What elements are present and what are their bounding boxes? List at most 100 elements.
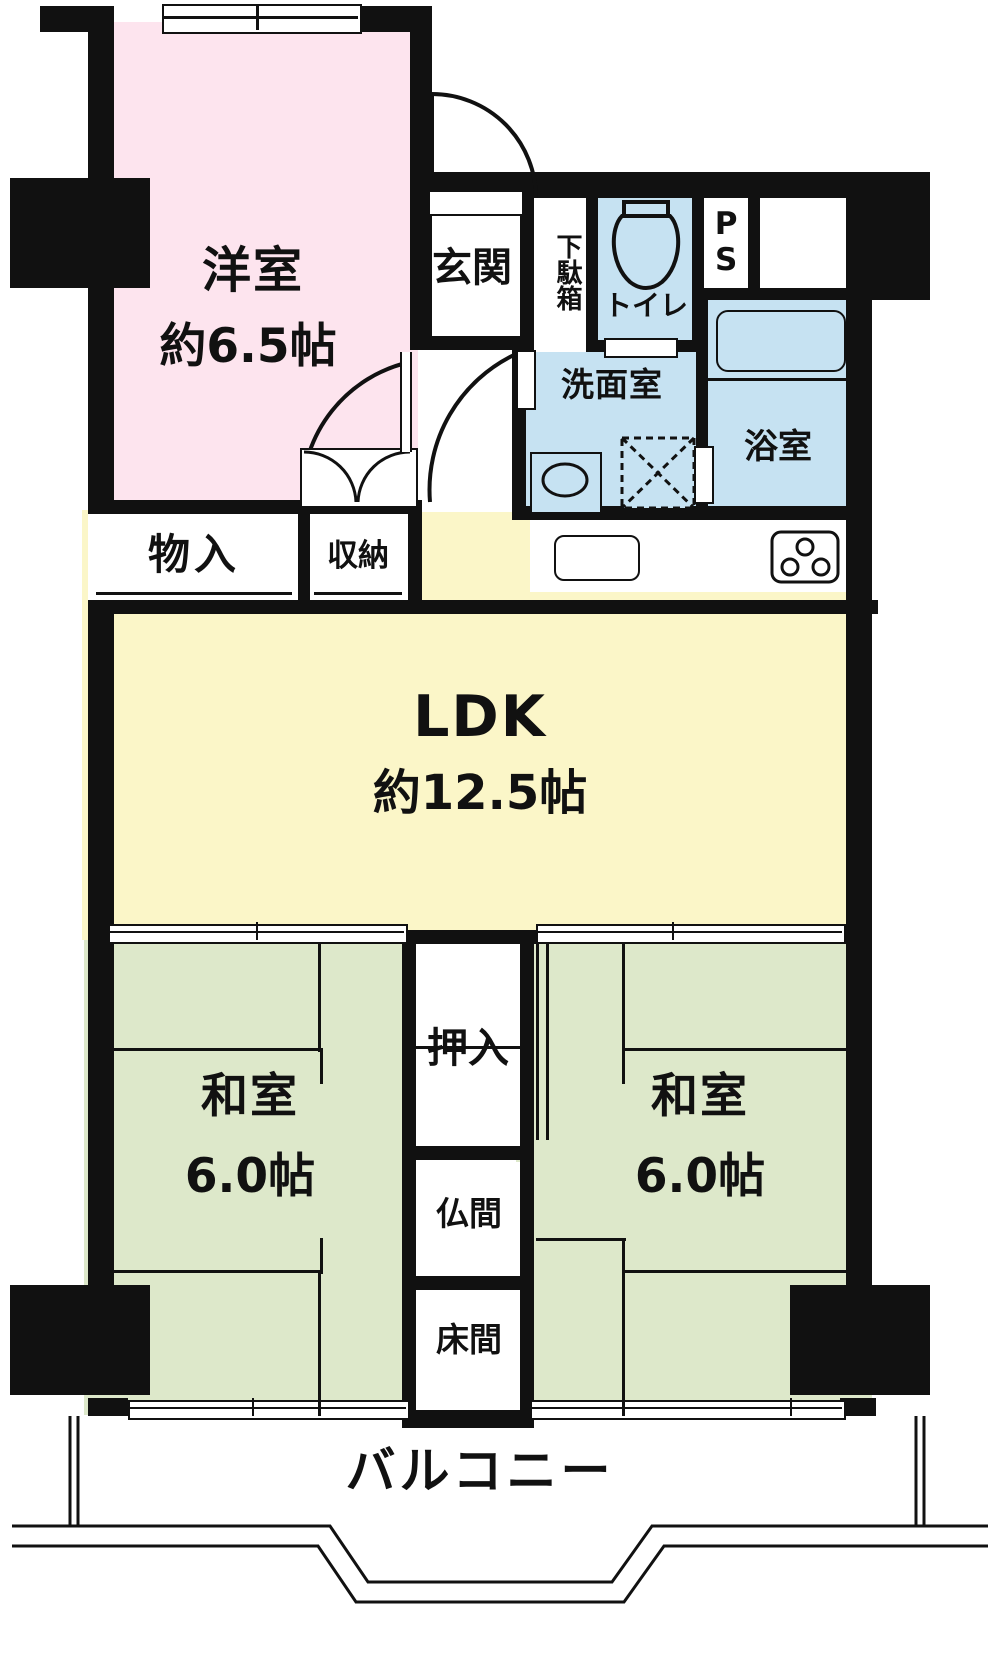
- window-mullion: [162, 16, 358, 19]
- entrance-door-panel[interactable]: [428, 190, 524, 216]
- room-area-yoshitsu: 約6.5帖: [159, 318, 337, 374]
- label-balcony: バルコニー: [345, 1442, 615, 1500]
- sliding-door-mark-2: [672, 922, 674, 940]
- balcony-window-mark-left: [252, 1398, 254, 1416]
- interior-wall-center-right: [520, 936, 534, 1414]
- label-genkan: 玄関: [432, 245, 512, 291]
- kitchen-sink-fixture: [554, 535, 640, 581]
- interior-wall-butsuma-bottom: [410, 1276, 528, 1290]
- room-area-washitsu-right: 6.0帖: [634, 1148, 766, 1204]
- fusuma-line-a: [536, 944, 539, 1140]
- toilet-door[interactable]: [604, 338, 678, 358]
- sliding-door-ldk-washitsu-right[interactable]: [536, 924, 846, 944]
- tatami-line-l6: [318, 1270, 321, 1416]
- balcony-window-line-right: [530, 1407, 842, 1409]
- label-shuunou: 収納: [327, 537, 389, 574]
- interior-wall-closet-divider: [298, 500, 310, 614]
- interior-wall-toilet-left: [586, 186, 598, 346]
- tatami-line-l3: [318, 944, 321, 1052]
- exterior-wall-bottom-left-stub: [88, 1398, 128, 1416]
- balcony-window-left[interactable]: [128, 1400, 410, 1420]
- interior-wall-genkan-right: [520, 186, 534, 350]
- balcony-window-right[interactable]: [530, 1400, 846, 1420]
- structural-pillar-bottom-left: [10, 1285, 150, 1395]
- label-yokushitsu: 浴室: [744, 427, 812, 467]
- label-monoire: 物入: [147, 530, 240, 580]
- butsuma-fill: [414, 1162, 524, 1276]
- exterior-wall-right-3: [846, 940, 872, 1285]
- room-label-ldk: LDK: [413, 684, 547, 751]
- exterior-wall-left-mid: [88, 288, 114, 510]
- exterior-wall-left-lower: [88, 604, 114, 1286]
- sliding-door-mark-1: [256, 922, 258, 940]
- exterior-wall-right-upper: [846, 172, 930, 300]
- sliding-door-line-2: [536, 931, 842, 933]
- yoshitsu-door-jamb: [400, 352, 412, 452]
- tatami-line-r3: [622, 1048, 625, 1084]
- interior-wall-ps-bottom: [692, 288, 872, 300]
- tatami-line-l1: [88, 1048, 322, 1051]
- balcony-outline: [12, 1416, 988, 1604]
- tatami-line-r1: [624, 1048, 872, 1051]
- interior-wall-center-left: [402, 936, 416, 1414]
- room-area-washitsu-left: 6.0帖: [184, 1148, 316, 1204]
- exterior-wall-left-upper: [88, 6, 114, 178]
- interior-wall-tokonoma-bottom: [402, 1410, 534, 1428]
- room-label-washitsu-left: 和室: [201, 1068, 299, 1124]
- label-senmenshitsu: 洗面室: [561, 364, 663, 404]
- tatami-line-l5: [320, 1238, 323, 1274]
- hall-door-arc: [427, 352, 517, 503]
- bathroom-door[interactable]: [694, 446, 714, 504]
- three-burner-stove: [770, 530, 840, 584]
- washing-machine-space: [620, 436, 696, 510]
- shuunou-door-line: [314, 592, 402, 595]
- structural-pillar-top-left: [10, 178, 150, 288]
- senmen-door[interactable]: [516, 350, 536, 410]
- label-oshiire: 押入: [427, 1023, 509, 1072]
- balcony-window-line-left: [128, 1407, 406, 1409]
- room-area-ldk: 約12.5帖: [372, 765, 588, 822]
- interior-wall-closet-bottom: [88, 600, 878, 614]
- bath-divider-line: [706, 378, 852, 381]
- structural-pillar-bottom-right: [790, 1285, 930, 1395]
- hall-fill: [420, 346, 524, 512]
- balcony-window-mark-right: [790, 1398, 792, 1416]
- tatami-line-r7: [536, 1238, 626, 1241]
- tatami-line-r6: [622, 1270, 625, 1416]
- sliding-door-ldk-washitsu-left[interactable]: [108, 924, 408, 944]
- label-tokonoma: 床間: [436, 1319, 502, 1359]
- interior-wall-ps-left: [692, 186, 702, 298]
- bathtub-fixture: [716, 310, 846, 372]
- monoire-door-line: [96, 592, 292, 595]
- entrance-door-arc: [430, 92, 538, 199]
- label-ps: PS: [708, 206, 745, 278]
- toilet-fixture: [611, 200, 681, 290]
- fusuma-line-b: [546, 944, 549, 1140]
- exterior-wall-bottom-right-stub: [840, 1398, 876, 1416]
- label-toilet: トイレ: [603, 289, 688, 323]
- interior-wall-closet-right: [408, 500, 422, 614]
- washbasin-fixture: [541, 462, 589, 498]
- monoire-fill: [88, 512, 300, 604]
- ps-fill: [700, 196, 752, 292]
- yoshitsu-double-door: [303, 450, 411, 503]
- room-label-washitsu-right: 和室: [651, 1068, 749, 1124]
- shuunou-fill: [308, 512, 412, 604]
- interior-wall-oshiire-bottom: [402, 1146, 534, 1160]
- tatami-line-r4: [624, 1270, 872, 1273]
- exterior-wall-right-2: [846, 300, 872, 940]
- tatami-line-r2: [622, 944, 625, 1052]
- tatami-line-l4: [88, 1270, 322, 1273]
- room-label-yoshitsu: 洋室: [201, 241, 304, 299]
- tatami-line-l2: [320, 1048, 323, 1084]
- interior-wall-bath-bottom: [696, 506, 872, 520]
- label-butsuma: 仏間: [436, 1193, 502, 1233]
- window-divider: [256, 4, 259, 30]
- interior-wall-ps-right: [748, 186, 760, 298]
- label-getabako: 下駄箱: [552, 233, 582, 311]
- window-yoshitsu-top: [162, 4, 362, 34]
- oshiire-mid-line: [416, 1046, 522, 1049]
- interior-wall-genkan-bottom: [410, 336, 534, 350]
- tokonoma-fill: [414, 1290, 524, 1412]
